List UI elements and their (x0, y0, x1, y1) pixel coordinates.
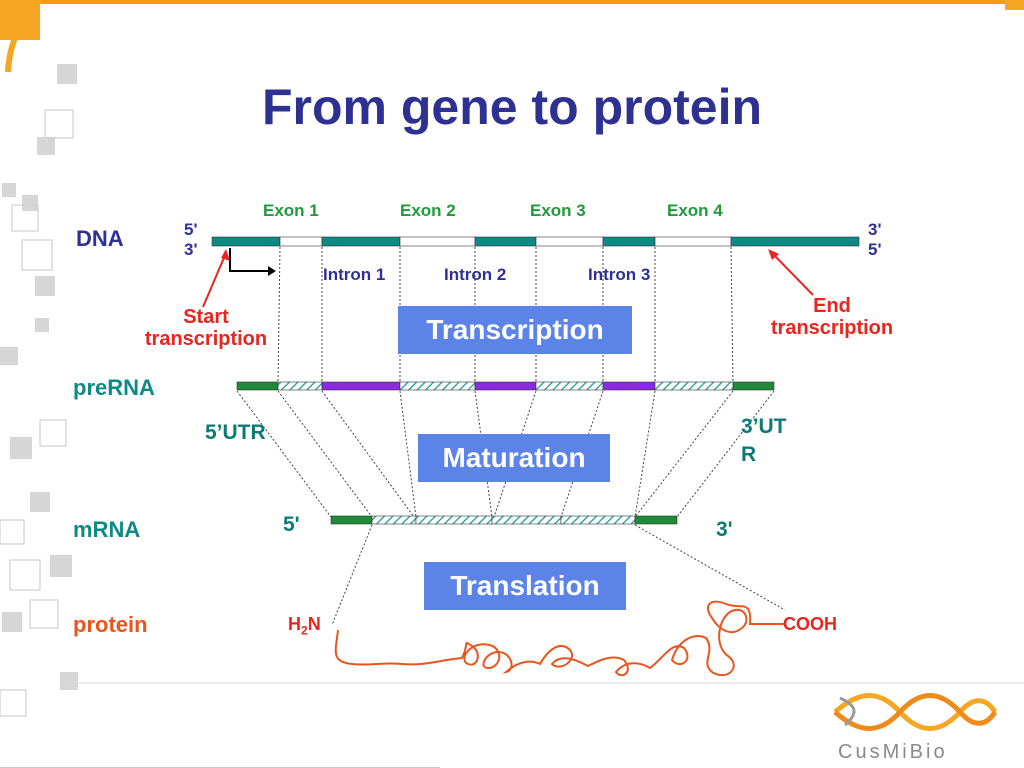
top-right-accent (1005, 0, 1024, 10)
start-pointer-arrowhead (221, 249, 230, 261)
row-label-prerna: preRNA (73, 375, 155, 400)
mrna-three-end: 3' (716, 518, 733, 541)
start-transcription-label: Start transcription (144, 306, 268, 350)
decorative-squares (0, 64, 78, 690)
protein-c-terminus: COOH (783, 614, 837, 634)
exon-label-1: Exon 1 (263, 201, 319, 220)
mrna-five-end: 5' (283, 513, 300, 536)
row-label-dna: DNA (76, 226, 124, 251)
row-label-protein: protein (73, 612, 148, 637)
prerna-to-mrna-guides (236, 390, 775, 518)
end-pointer-arrow (771, 252, 814, 296)
exon-label-3: Exon 3 (530, 201, 586, 220)
logo-mark (833, 693, 998, 731)
start-pointer-arrow (202, 252, 227, 308)
intron-label-2: Intron 2 (444, 265, 507, 284)
dna-right-top-end: 3' (868, 220, 882, 239)
exon-label-4: Exon 4 (667, 201, 723, 220)
protein-n-terminus: H2N (288, 614, 321, 638)
decorative-outlines (0, 109, 74, 717)
intron-label-3: Intron 3 (588, 265, 651, 284)
mrna-to-protein-guides (331, 524, 786, 626)
mrna-strand (330, 515, 678, 525)
n-term-subscript: 2 (301, 623, 308, 638)
prerna-strand (236, 381, 775, 391)
dna-left-top-end: 5' (184, 220, 198, 239)
transcription-step-box: Transcription (398, 306, 632, 354)
corner-swoosh (5, 0, 43, 73)
n-term-h: H (288, 614, 301, 634)
exon-label-2: Exon 2 (400, 201, 456, 220)
page-title: From gene to protein (262, 79, 762, 135)
transcription-start-arrowhead (268, 266, 276, 276)
maturation-step-box: Maturation (418, 434, 610, 482)
intron-label-1: Intron 1 (323, 265, 386, 284)
dna-left-bottom-end: 3' (184, 240, 198, 259)
five-utr-label: 5’UTR (205, 421, 266, 444)
translation-step-box: Translation (424, 562, 626, 610)
row-label-mrna: mRNA (73, 517, 141, 542)
top-accent-bar (0, 0, 1024, 4)
n-term-n: N (307, 614, 321, 634)
transcription-start-arrow (229, 248, 268, 272)
end-transcription-label: End transcription (770, 295, 894, 339)
dna-strand (211, 236, 860, 247)
cusmibio-logo-text: CusMiBio (838, 741, 948, 763)
end-pointer-arrowhead (768, 249, 779, 260)
three-utr-label: 3’UT R (741, 415, 787, 466)
protein-chain (334, 600, 784, 677)
dna-right-bottom-end: 5' (868, 240, 882, 259)
